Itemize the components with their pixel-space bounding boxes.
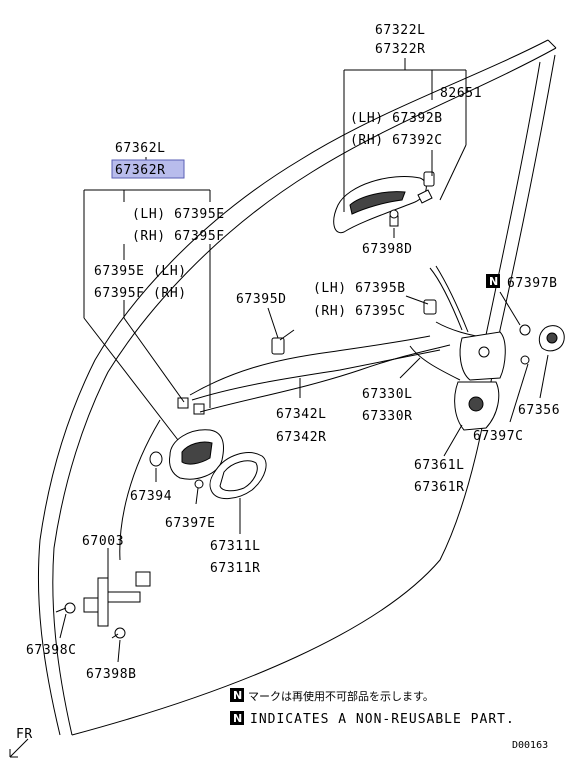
legend-n-box-en [230,711,244,725]
front-label: FR [16,727,33,742]
label-67311R: 67311R [210,561,261,576]
label-67361L: 67361L [414,458,465,473]
legend: N マークは再使用不可部品を示します。 N INDICATES A NON-RE… [230,688,515,727]
label-67362R: 67362R [115,163,166,178]
door-check-part [55,571,151,639]
label-67322L: 67322L [375,23,426,38]
legend-jp-text: マークは再使用不可部品を示します。 [248,689,434,703]
label-67397E: 67397E [165,516,216,531]
drawing-code: D00163 [512,740,548,751]
label-67398C: 67398C [26,643,77,658]
legend-n-box-jp [230,688,244,702]
label-67322R: 67322R [375,42,426,57]
label-67395E-top: (LH) 67395E [132,207,225,222]
door-lock-actuator-part [454,324,531,431]
legend-n-symbol-jp: N [233,689,242,702]
non-reusable-mark-67397B [486,274,500,288]
inside-handle-part [149,429,224,489]
label-67395E-left: 67395E (LH) [94,264,187,279]
legend-n-symbol-en: N [233,712,242,725]
outside-handle-part [333,171,435,234]
label-67361R: 67361R [414,480,465,495]
legend-en-text: INDICATES A NON-REUSABLE PART. [250,712,515,727]
n-symbol-67397B: N [489,275,498,288]
label-67330L: 67330L [362,387,413,402]
label-67394: 67394 [130,489,172,504]
label-67356: 67356 [518,403,560,418]
label-67398D: 67398D [362,242,413,257]
label-82651: 82651 [440,86,482,101]
label-67311L: 67311L [210,539,261,554]
part-labels: 67322L 67322R 82651 (LH) 67392B (RH) 673… [26,23,560,682]
label-67003: 67003 [82,534,124,549]
label-67395D: 67395D [236,292,287,307]
label-67362L: 67362L [115,141,166,156]
label-67395B: (LH) 67395B [313,281,406,296]
label-67395C: (RH) 67395C [313,304,406,319]
rods-and-cables [189,265,491,413]
front-arrow: FR [9,727,33,758]
label-67392C: (RH) 67392C [350,133,443,148]
label-67395F-top: (RH) 67395F [132,229,225,244]
label-67342R: 67342R [276,430,327,445]
highlight-67362R [111,159,185,179]
arrow-icon [9,738,29,758]
handle-cover-part [209,452,267,499]
striker-part [520,325,565,365]
label-67397C: 67397C [473,429,524,444]
label-67342L: 67342L [276,407,327,422]
label-67398B: 67398B [86,667,137,682]
leader-lines [59,58,549,663]
door-outline [37,39,557,736]
label-67395F-left: 67395F (RH) [94,286,187,301]
clips-67395 [177,299,437,415]
label-67392B: (LH) 67392B [350,111,443,126]
label-67397B: 67397B [507,276,558,291]
label-67330R: 67330R [362,409,413,424]
